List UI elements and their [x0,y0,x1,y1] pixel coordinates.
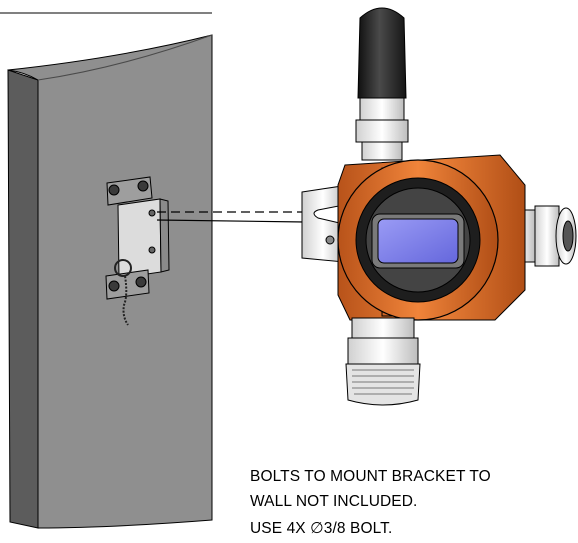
bracket-bolt-top-right [137,180,149,192]
sensor-housing [345,317,421,406]
note-line-3-prefix: USE 4X [250,520,311,537]
antenna-base [359,97,405,121]
wall-side-face [7,69,39,529]
antenna [357,7,407,99]
bracket-hole-upper [148,209,156,217]
lanyard-chain [122,275,129,326]
bracket-hole-lower [148,246,156,254]
sensor-collar [351,317,415,339]
lanyard-ring [114,259,132,277]
bracket-bolt-bottom-left [108,280,120,292]
bracket-bolt-bottom-right [135,276,147,288]
antenna-neck [361,141,403,161]
sensor-cap [345,363,421,406]
gas-detector [301,7,577,406]
note-line-3-suffix: 3/8 BOLT. [323,520,393,537]
sensor-body [347,337,419,365]
mounting-bracket [105,176,170,326]
diameter-symbol: ∅ [310,520,324,537]
note-line-3: USE 4X ∅3/8 BOLT. [250,519,392,538]
wall-front-curve [37,34,213,81]
detector-bracket-hole [325,235,335,245]
alignment-line-lower [156,219,306,223]
gland-nut [534,205,560,267]
note-line-1: BOLTS TO MOUNT BRACKET TO [250,468,491,485]
antenna-nut [355,119,409,143]
gland-opening [562,220,574,252]
alignment-lines [156,211,306,223]
bracket-flange [159,198,170,273]
display-window [377,218,459,264]
sensor-grille [352,369,414,395]
bracket-bolt-top-left [108,184,120,196]
note-line-2: WALL NOT INCLUDED. [250,493,418,510]
